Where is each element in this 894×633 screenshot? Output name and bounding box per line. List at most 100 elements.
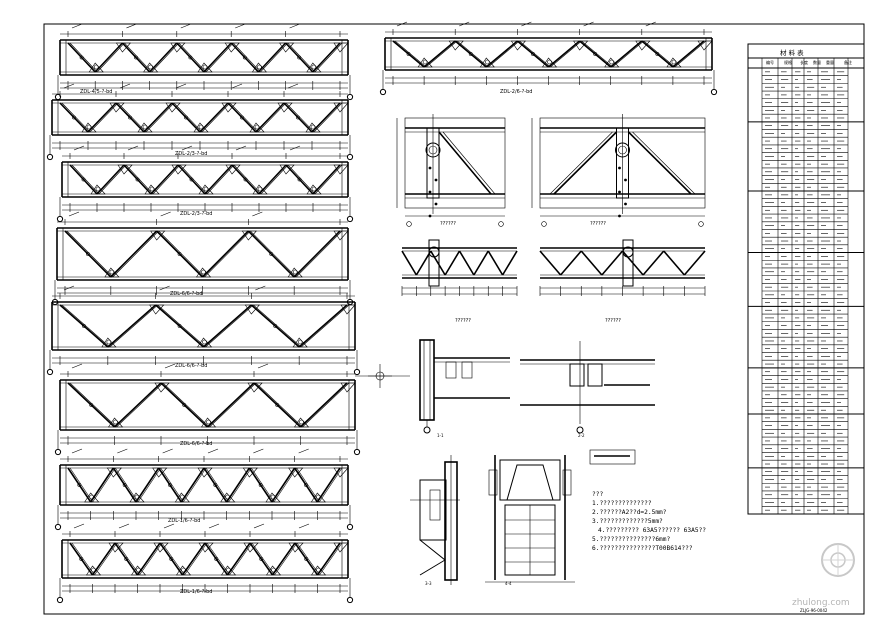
cad-line bbox=[113, 382, 162, 428]
cad-line bbox=[311, 102, 341, 133]
cad-line bbox=[247, 230, 295, 278]
bolt bbox=[618, 166, 621, 170]
cad-line bbox=[604, 57, 620, 68]
cad-line bbox=[312, 164, 341, 195]
cad-line bbox=[406, 221, 412, 227]
cad-line bbox=[54, 448, 62, 456]
cad-line bbox=[710, 88, 718, 96]
cad-line bbox=[379, 88, 387, 96]
cad-line bbox=[64, 230, 112, 278]
cad-line bbox=[296, 467, 320, 503]
cad-line bbox=[101, 337, 117, 348]
cad-line bbox=[521, 21, 532, 27]
cad-line bbox=[444, 250, 461, 276]
cad-line bbox=[579, 40, 612, 68]
cad-line bbox=[313, 102, 343, 133]
cad-line bbox=[292, 269, 298, 275]
truss bbox=[46, 83, 354, 161]
cad-line bbox=[145, 102, 175, 133]
cad-line bbox=[429, 489, 441, 521]
cad-line bbox=[110, 230, 158, 278]
cad-line bbox=[271, 542, 296, 576]
cad-line bbox=[461, 361, 473, 379]
truss bbox=[54, 448, 354, 531]
cad-line bbox=[401, 250, 418, 276]
note-4: 4.????????? 63A5?????? 63A5?? bbox=[598, 527, 706, 534]
cad-line bbox=[181, 145, 193, 151]
cad-line bbox=[488, 40, 520, 68]
cad-line bbox=[202, 339, 207, 345]
cad-line bbox=[549, 131, 613, 195]
bolt bbox=[434, 202, 438, 206]
cad-line bbox=[672, 40, 705, 68]
cad-line bbox=[285, 42, 314, 73]
bolt bbox=[434, 178, 438, 182]
joint-detail bbox=[531, 114, 706, 227]
cad-line bbox=[168, 483, 172, 487]
cad-line bbox=[79, 557, 84, 561]
cad-line bbox=[135, 467, 160, 503]
cad-line bbox=[122, 483, 127, 487]
cad-line bbox=[252, 184, 268, 195]
cad-line bbox=[171, 102, 201, 133]
cad-line bbox=[181, 567, 186, 573]
cad-line bbox=[251, 467, 275, 503]
cad-line bbox=[203, 42, 232, 73]
cad-line bbox=[406, 52, 411, 56]
cad-line bbox=[151, 42, 180, 73]
cad-line bbox=[159, 542, 184, 576]
cad-line bbox=[299, 382, 348, 428]
cad-line bbox=[89, 102, 119, 133]
cad-line bbox=[697, 40, 713, 51]
cad-line bbox=[257, 186, 263, 192]
cad-line bbox=[254, 124, 260, 130]
cad-line bbox=[314, 42, 343, 73]
truss bbox=[54, 363, 361, 456]
cad-line bbox=[177, 164, 206, 195]
cad-line bbox=[197, 62, 213, 73]
cad-line bbox=[177, 324, 182, 328]
cad-line bbox=[442, 131, 496, 195]
cad-line bbox=[589, 449, 636, 465]
cad-line bbox=[340, 382, 356, 393]
cad-line bbox=[69, 542, 94, 576]
cad-line bbox=[302, 382, 350, 428]
cad-line bbox=[229, 542, 253, 576]
cad-line bbox=[288, 467, 304, 478]
cad-line bbox=[255, 382, 303, 428]
cad-line bbox=[203, 186, 209, 192]
cad-line bbox=[287, 164, 316, 195]
bolt bbox=[624, 202, 627, 206]
cad-line bbox=[129, 492, 145, 503]
cad-line bbox=[269, 252, 274, 256]
cad-line bbox=[143, 102, 173, 133]
cad-line bbox=[242, 55, 247, 60]
cad-line bbox=[177, 252, 182, 256]
cad-line bbox=[292, 337, 308, 348]
cad-line bbox=[484, 59, 490, 65]
cad-line bbox=[188, 55, 193, 60]
cad-line bbox=[253, 382, 302, 428]
cad-line bbox=[196, 337, 213, 348]
cad-line bbox=[404, 117, 506, 209]
cad-line bbox=[615, 142, 630, 158]
cad-line bbox=[159, 285, 170, 291]
cad-line bbox=[94, 542, 118, 576]
cad-line bbox=[248, 467, 273, 503]
column-section bbox=[410, 455, 460, 585]
cad-line bbox=[189, 177, 194, 182]
cad-line bbox=[67, 382, 116, 428]
cad-line bbox=[516, 40, 550, 68]
cad-line bbox=[265, 492, 281, 503]
cad-line bbox=[253, 523, 265, 529]
cad-line bbox=[149, 186, 155, 192]
cad-line bbox=[258, 164, 287, 195]
cad-line bbox=[445, 361, 457, 379]
cad-line bbox=[206, 382, 255, 428]
cad-line bbox=[419, 339, 435, 421]
cad-line bbox=[333, 467, 349, 478]
cad-line bbox=[201, 230, 249, 278]
truss bbox=[56, 145, 354, 223]
cad-line bbox=[671, 59, 677, 65]
cad-line bbox=[134, 55, 138, 60]
